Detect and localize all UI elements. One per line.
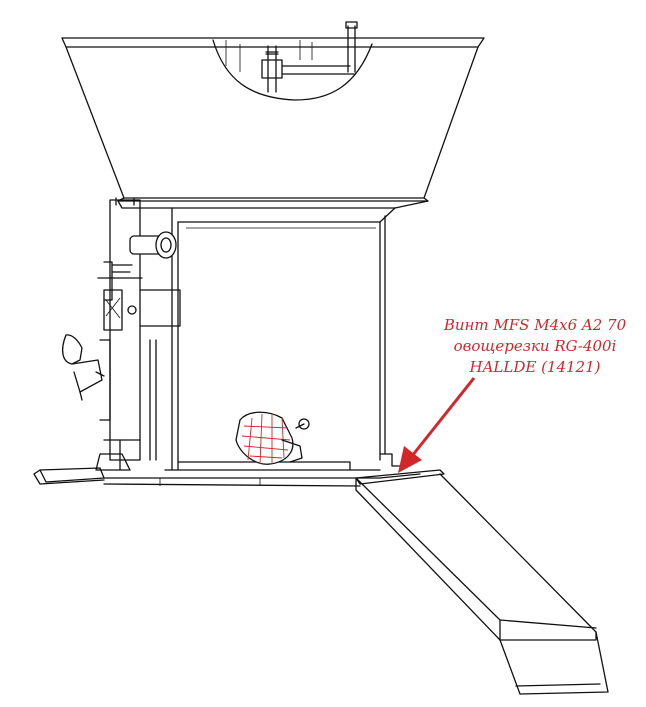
base-plate [33,439,421,487]
callout-line-1: Винт MFS M4x6 A2 70 [443,316,627,334]
lid-latch [61,334,105,401]
callout-line-3: HALLDE (14121) [469,358,601,376]
callout-arrow [398,377,476,473]
machine-body [164,207,396,471]
feed-hopper [61,21,485,209]
left-column [97,197,181,461]
part-callout-label: Винт MFS M4x6 A2 70 овощерезки RG-400i H… [420,315,646,378]
discharge-chute [355,453,609,695]
callout-line-2: овощерезки RG-400i [453,337,617,355]
pusher-handle [235,411,310,465]
adjustment-knob [129,231,177,259]
